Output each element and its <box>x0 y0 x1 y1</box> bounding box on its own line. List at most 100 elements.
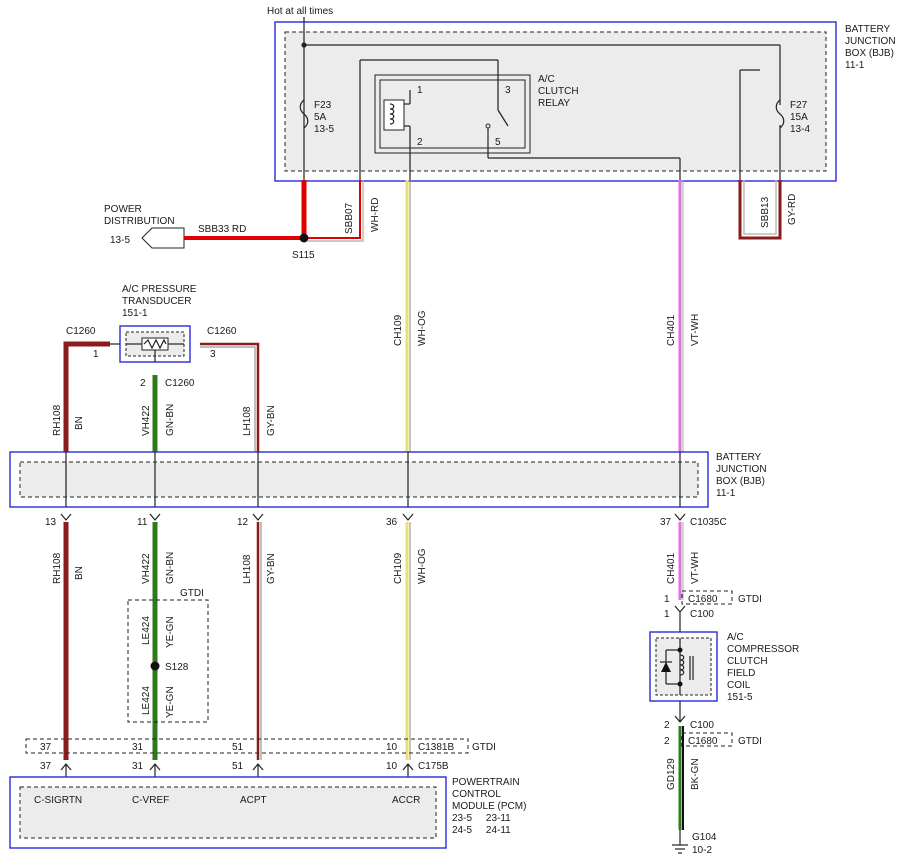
bjb-top-label: BATTERY JUNCTION BOX (BJB) 11-1 <box>845 24 896 71</box>
svg-text:BN: BN <box>74 566 85 580</box>
svg-text:S115: S115 <box>292 250 315 261</box>
svg-text:13: 13 <box>45 517 57 528</box>
svg-text:ACPT: ACPT <box>240 795 267 806</box>
svg-text:10: 10 <box>386 742 398 753</box>
svg-text:GY-RD: GY-RD <box>787 194 798 225</box>
bjb-mid-box <box>9 451 709 508</box>
wire-rh108-upper: RH108 BN <box>52 341 120 452</box>
svg-text:37: 37 <box>40 742 52 753</box>
svg-text:2: 2 <box>664 736 670 747</box>
svg-text:BATTERY: BATTERY <box>716 452 762 463</box>
svg-text:36: 36 <box>386 517 398 528</box>
svg-text:VH422: VH422 <box>141 553 152 584</box>
svg-text:A/C: A/C <box>727 632 744 643</box>
pcm-connectors: C1381B GTDI 37 31 51 10 37 31 51 10 C175… <box>25 738 496 777</box>
ac-compressor-clutch-field-coil <box>649 631 718 702</box>
svg-text:31: 31 <box>132 761 144 772</box>
svg-text:POWER: POWER <box>104 204 142 215</box>
svg-text:S128: S128 <box>165 662 189 673</box>
svg-text:24-5 24-11: 24-5 24-11 <box>452 825 511 836</box>
splice-s128 <box>150 661 160 671</box>
svg-text:GN-BN: GN-BN <box>165 552 176 584</box>
svg-text:RH108: RH108 <box>52 404 63 436</box>
ac-clutch-relay: 1 2 3 5 A/C CLUTCH RELAY <box>359 59 681 180</box>
svg-text:GTDI: GTDI <box>472 742 496 753</box>
svg-text:CH401: CH401 <box>666 552 677 584</box>
coil-label: A/C COMPRESSOR CLUTCH FIELD COIL 151-5 <box>727 632 799 703</box>
power-distribution: POWER DISTRIBUTION 13-5 SBB33 RD S115 SB… <box>104 180 381 261</box>
svg-text:23-5 23-11: 23-5 23-11 <box>452 813 511 824</box>
svg-text:13-4: 13-4 <box>790 124 810 135</box>
svg-text:A/C PRESSURE: A/C PRESSURE <box>122 284 197 295</box>
bjb-mid-label: BATTERY JUNCTION BOX (BJB) 11-1 <box>716 452 767 499</box>
svg-text:LE424: LE424 <box>141 686 152 715</box>
svg-text:BOX (BJB): BOX (BJB) <box>716 476 765 487</box>
svg-text:C1035C: C1035C <box>690 517 727 528</box>
svg-text:51: 51 <box>232 742 244 753</box>
svg-text:51: 51 <box>232 761 244 772</box>
svg-text:10: 10 <box>386 761 398 772</box>
svg-text:3: 3 <box>210 349 216 360</box>
svg-text:GY-BN: GY-BN <box>266 553 277 584</box>
svg-text:SBB33 RD: SBB33 RD <box>198 224 246 235</box>
svg-text:DISTRIBUTION: DISTRIBUTION <box>104 216 175 227</box>
svg-text:C100: C100 <box>690 609 714 620</box>
svg-text:BOX (BJB): BOX (BJB) <box>845 48 894 59</box>
svg-text:11-1: 11-1 <box>845 60 865 71</box>
svg-text:CH109: CH109 <box>393 552 404 584</box>
svg-text:WH-OG: WH-OG <box>417 548 428 584</box>
svg-text:GD129: GD129 <box>666 758 677 790</box>
svg-text:CLUTCH: CLUTCH <box>538 86 579 97</box>
sbb13-wire: SBB13 GY-RD <box>738 180 798 240</box>
svg-text:GN-BN: GN-BN <box>165 404 176 436</box>
bjb-mid-pins: 13 11 12 36 37 C1035C <box>45 513 727 528</box>
bus-line <box>301 17 781 180</box>
splice-s115 <box>299 233 309 243</box>
fuse-f27: F27 15A 13-4 <box>775 99 810 135</box>
svg-text:31: 31 <box>132 742 144 753</box>
svg-text:LE424: LE424 <box>141 616 152 645</box>
svg-text:VT-WH: VT-WH <box>690 314 701 346</box>
svg-text:C1260: C1260 <box>165 378 195 389</box>
wire-vh422-lower: VH422 GN-BN <box>141 522 176 760</box>
svg-text:C-SIGRTN: C-SIGRTN <box>34 795 82 806</box>
svg-text:F27: F27 <box>790 100 808 111</box>
svg-text:COIL: COIL <box>727 680 751 691</box>
hot-at-all-times-label: Hot at all times <box>267 6 333 17</box>
svg-text:37: 37 <box>660 517 672 528</box>
svg-text:15A: 15A <box>790 112 808 123</box>
ac-pressure-transducer: A/C PRESSURE TRANSDUCER 151-1 C1260 C126… <box>66 284 237 389</box>
svg-text:CONTROL: CONTROL <box>452 789 501 800</box>
wire-ch109-lower: CH109 WH-OG <box>393 522 428 760</box>
svg-text:2: 2 <box>664 720 670 731</box>
svg-text:C1260: C1260 <box>207 326 237 337</box>
wire-ch109-upper: CH109 WH-OG <box>393 180 428 452</box>
svg-text:GTDI: GTDI <box>738 736 762 747</box>
svg-text:GY-BN: GY-BN <box>266 405 277 436</box>
svg-text:BN: BN <box>74 416 85 430</box>
svg-text:12: 12 <box>237 517 249 528</box>
svg-text:1: 1 <box>93 349 99 360</box>
svg-text:YE-GN: YE-GN <box>165 686 176 718</box>
svg-text:CH109: CH109 <box>393 314 404 346</box>
wire-rh108-lower: RH108 BN <box>52 522 85 760</box>
svg-text:C175B: C175B <box>418 761 449 772</box>
svg-text:C-VREF: C-VREF <box>132 795 169 806</box>
wire-lh108-upper: LH108 GY-BN <box>200 342 277 452</box>
svg-text:11: 11 <box>137 517 148 528</box>
svg-text:GTDI: GTDI <box>738 594 762 605</box>
svg-text:MODULE (PCM): MODULE (PCM) <box>452 801 526 812</box>
wire-ch401-upper: CH401 VT-WH <box>666 180 701 452</box>
svg-text:2: 2 <box>417 137 423 148</box>
svg-text:C1260: C1260 <box>66 326 96 337</box>
svg-text:BATTERY: BATTERY <box>845 24 891 35</box>
svg-text:2: 2 <box>140 378 146 389</box>
svg-text:G104: G104 <box>692 832 717 843</box>
svg-text:FIELD: FIELD <box>727 668 755 679</box>
pcm-label: POWERTRAIN CONTROL MODULE (PCM) 23-5 23-… <box>452 777 526 836</box>
svg-text:JUNCTION: JUNCTION <box>845 36 896 47</box>
svg-text:WH-OG: WH-OG <box>417 310 428 346</box>
svg-text:TRANSDUCER: TRANSDUCER <box>122 296 191 307</box>
svg-text:ACCR: ACCR <box>392 795 420 806</box>
